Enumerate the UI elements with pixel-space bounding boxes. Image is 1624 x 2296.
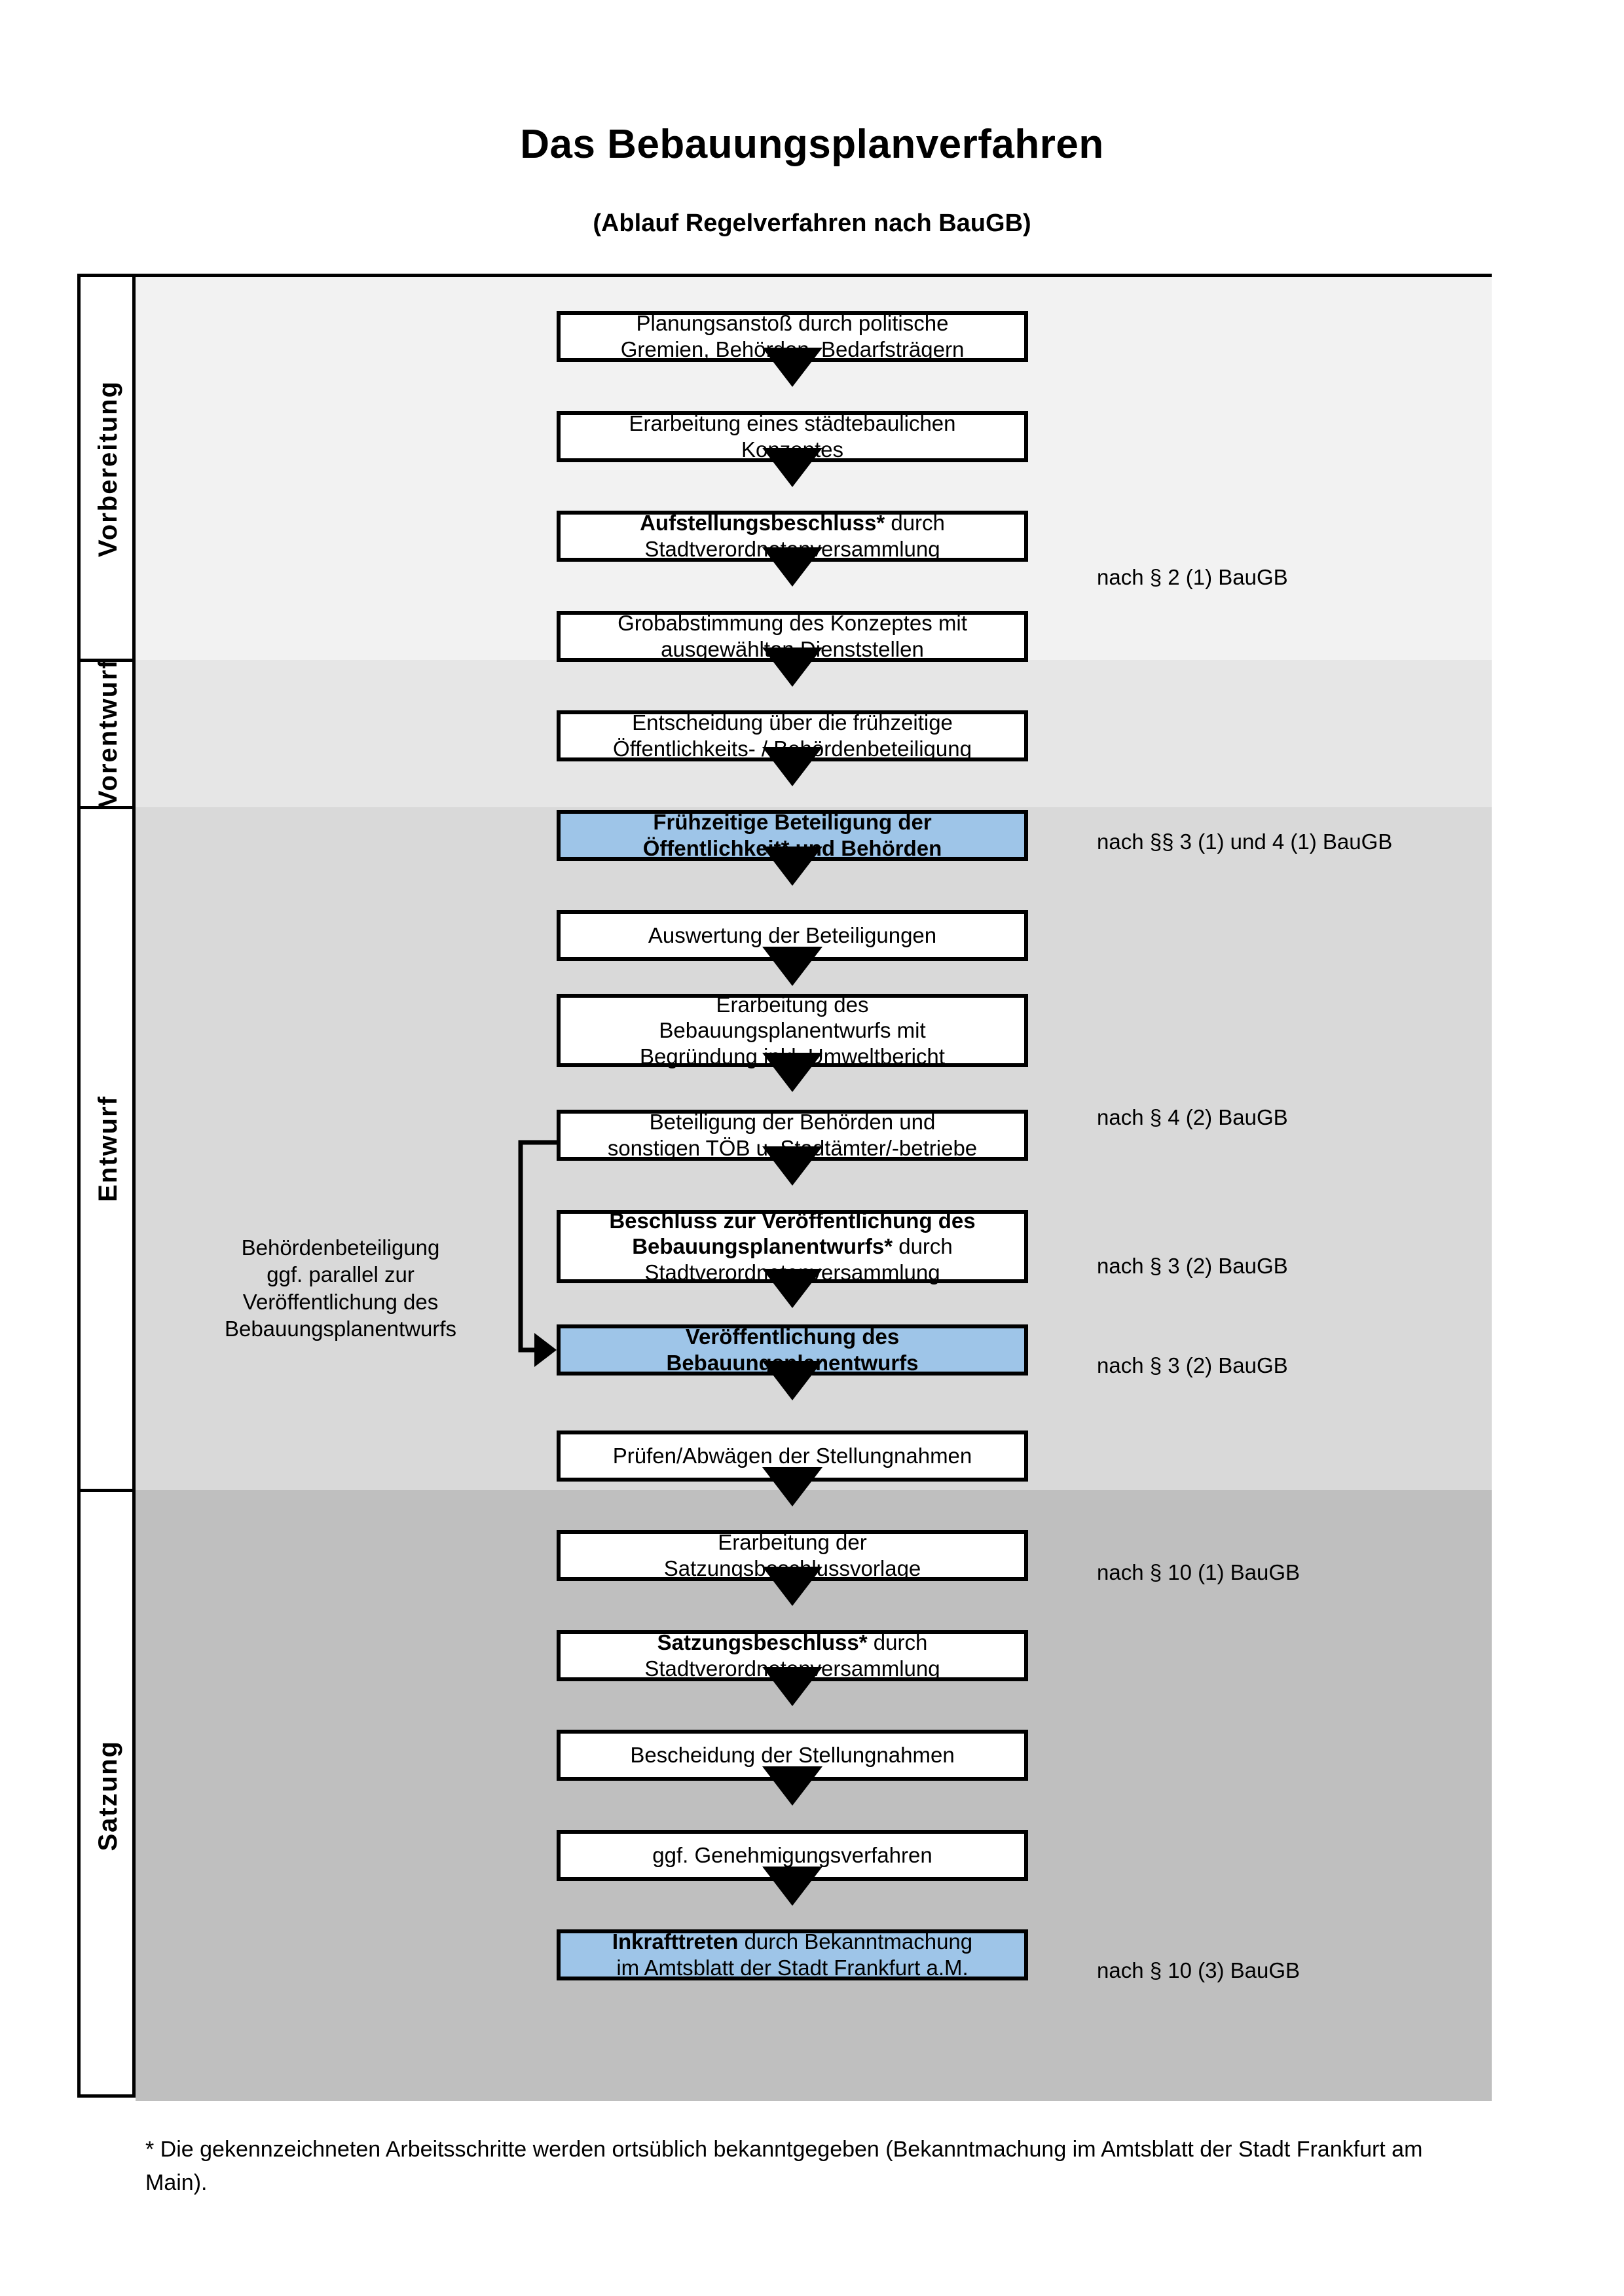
bypass-connector — [81, 277, 1488, 2094]
flow-arrow-down — [762, 1567, 822, 1606]
flow-arrow-down — [762, 448, 822, 487]
legal-reference-ref-par10-3: nach § 10 (3) BauGB — [1097, 1958, 1301, 1982]
flow-arrow-down — [762, 1361, 822, 1400]
flow-arrow-down — [762, 947, 822, 986]
phase-divider — [81, 659, 136, 662]
flow-arrow-down — [762, 1867, 822, 1906]
flow-arrow-down — [762, 847, 822, 886]
flow-arrow-down — [762, 1269, 822, 1308]
page-title: Das Bebauungsplanverfahren — [520, 122, 1104, 167]
legal-reference-ref-par3-2-b: nach § 3 (2) BauGB — [1097, 1353, 1288, 1377]
process-box-label: Auswertung der Beteiligungen — [648, 923, 937, 948]
page-subtitle: (Ablauf Regelverfahren nach BauGB) — [593, 210, 1031, 237]
sidenote-line: Behördenbeteiligung — [241, 1235, 440, 1260]
process-box-label: Prüfen/Abwägen der Stellungnahmen — [612, 1444, 972, 1468]
flow-arrow-down — [762, 547, 822, 587]
flow-arrow-down — [762, 348, 822, 387]
process-box-label: Bescheidung der Stellungnahmen — [630, 1743, 955, 1768]
flow-arrow-down — [762, 1467, 822, 1506]
flow-arrow-down — [762, 747, 822, 786]
footnote: * Die gekennzeichneten Arbeitsschritte w… — [145, 2137, 1423, 2195]
flow-arrow-down — [762, 1053, 822, 1092]
sidenote-line: Bebauungsplanentwurfs — [224, 1316, 457, 1341]
flow-arrow-down — [762, 1766, 822, 1806]
legal-reference-ref-par3-2-a: nach § 3 (2) BauGB — [1097, 1254, 1288, 1278]
sidenote-line: ggf. parallel zur — [267, 1262, 415, 1287]
bypass-connector-svg — [518, 1140, 557, 1367]
process-box-label: ggf. Genehmigungsverfahren — [652, 1843, 932, 1868]
phase-divider — [81, 806, 136, 809]
phase-divider — [81, 1489, 136, 1492]
sidenote-line: Veröffentlichung des — [242, 1289, 439, 1314]
legal-reference-ref-par4-2: nach § 4 (2) BauGB — [1097, 1105, 1288, 1129]
legal-reference-ref-par2-1: nach § 2 (1) BauGB — [1097, 565, 1288, 589]
legal-reference-ref-par3-1-4-1: nach §§ 3 (1) und 4 (1) BauGB — [1097, 829, 1393, 854]
flow-arrow-down — [762, 1146, 822, 1186]
legal-reference-ref-par10-1: nach § 10 (1) BauGB — [1097, 1560, 1301, 1584]
flow-arrow-down — [762, 647, 822, 687]
flow-arrow-down — [762, 1667, 822, 1706]
